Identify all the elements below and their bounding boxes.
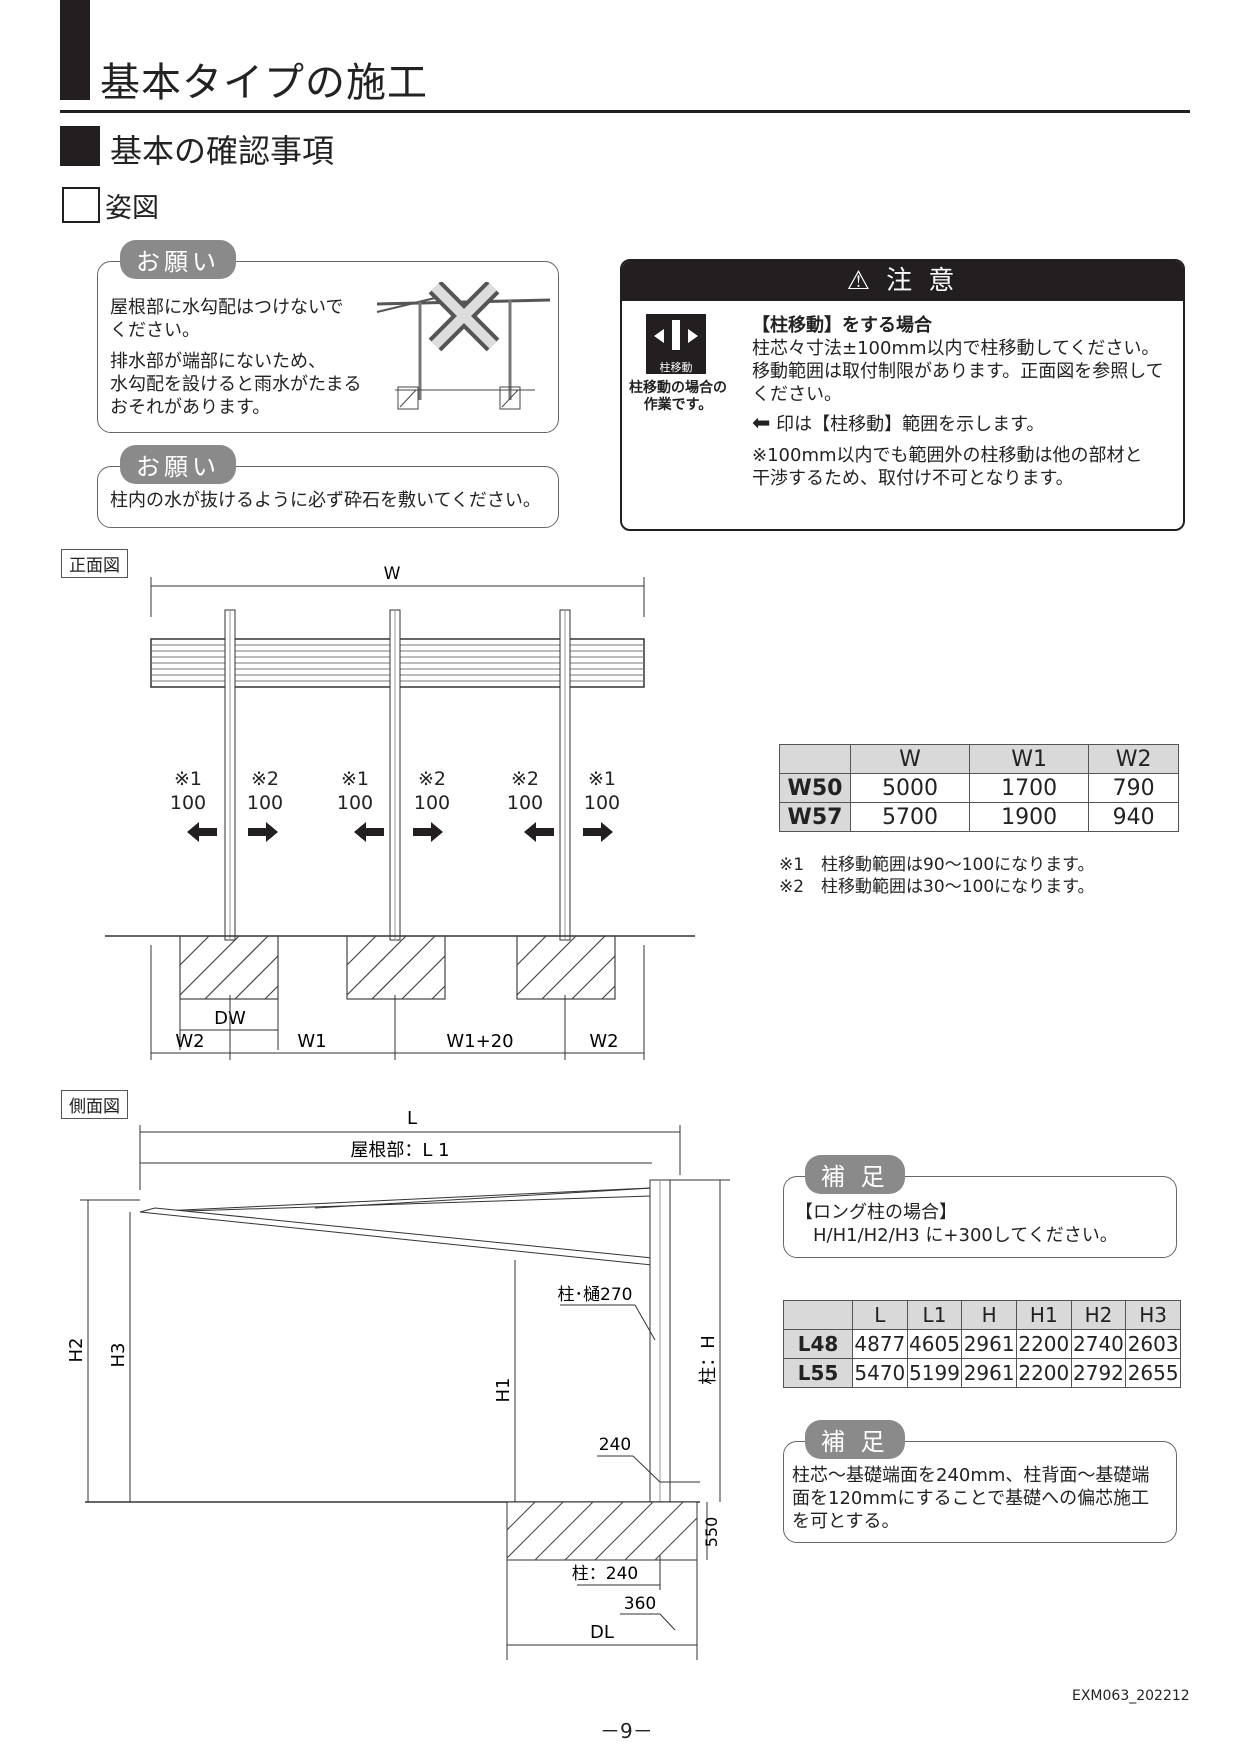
side-view-label: 側面図 — [61, 1090, 128, 1119]
title-bar-accent — [60, 0, 90, 100]
table-row: L48 4877 4605 2961 2200 2740 2603 — [783, 1329, 1181, 1359]
side-view-drawing: L 屋根部：L 1 H2 H3 H1 柱：H 柱･樋270 240 550 柱：… — [66, 1108, 730, 1660]
subsection-title: 姿図 — [105, 193, 159, 224]
dim-240-label: 240 — [599, 1435, 631, 1455]
mark-4: ※2 — [418, 768, 446, 790]
table-row: W57 5700 1900 940 — [779, 802, 1179, 832]
doc-code: EXM063_202212 — [1072, 1688, 1190, 1704]
post-move-icon: 柱移動 — [646, 314, 706, 374]
mark-1: ※1 — [174, 768, 202, 790]
dim-h1-label: H1 — [493, 1378, 514, 1403]
dim-550-label: 550 — [702, 1517, 721, 1548]
request-2-text: 柱内の水が抜けるように必ず砕石を敷いてください。 — [110, 490, 541, 511]
mark-3: ※1 — [341, 768, 369, 790]
request-1-text: 屋根部に水勾配はつけないで ください。 排水部が端部にないため、 水勾配を設ける… — [110, 297, 362, 418]
table-row: W50 5000 1700 790 — [779, 773, 1179, 803]
warning-icon: ⚠ — [846, 266, 874, 296]
request-box-2 — [97, 466, 559, 528]
dim-l1-label: 屋根部：L 1 — [350, 1140, 449, 1161]
dim-post240-label: 柱：240 — [572, 1564, 638, 1584]
subsection-square — [62, 187, 100, 223]
supplement-2-text: 柱芯～基礎端面を240mm、柱背面～基礎端 面を120mmにすることで基礎への偏… — [792, 1465, 1150, 1532]
mark-2: ※2 — [251, 768, 279, 790]
request-label-1: お願い — [120, 240, 236, 279]
post-2 — [389, 609, 401, 941]
dim-h3-label: H3 — [108, 1343, 129, 1368]
dim-w1-plus-20: W1+20 — [446, 1031, 513, 1052]
prohibited-x-icon — [428, 282, 500, 352]
caution-body: 【柱移動】をする場合 柱芯々寸法±100mm以内で柱移動してください。 移動範囲… — [752, 315, 1164, 489]
mark-6: ※1 — [588, 768, 616, 790]
request-label-2: お願い — [120, 445, 236, 484]
column-shift-icon — [654, 320, 698, 350]
value-3: 100 — [337, 792, 373, 814]
section-title: 基本の確認事項 — [110, 132, 335, 170]
dim-h2-label: H2 — [66, 1338, 87, 1363]
post-3 — [559, 609, 571, 941]
mark-5: ※2 — [511, 768, 539, 790]
slope-prohibited-illustration — [376, 282, 551, 410]
front-view-label: 正面図 — [61, 549, 128, 578]
post-1 — [224, 609, 236, 941]
value-4: 100 — [414, 792, 450, 814]
dim-w1: W1 — [297, 1031, 326, 1052]
dim-dl-label: DL — [590, 1622, 614, 1643]
dim-w2-left: W2 — [175, 1031, 204, 1052]
page-title: 基本タイプの施工 — [100, 60, 428, 106]
value-6: 100 — [584, 792, 620, 814]
value-5: 100 — [507, 792, 543, 814]
caution-box: ⚠ 注 意 — [620, 259, 1185, 531]
caution-header: ⚠ 注 意 — [622, 261, 1183, 301]
supplement-label-2: 補 足 — [805, 1420, 905, 1459]
left-arrow-icon: ⬅ — [752, 411, 771, 436]
dim-w-label: W — [384, 565, 401, 584]
width-table-notes: ※1 柱移動範囲は90～100になります。 ※2 柱移動範囲は30～100になり… — [779, 855, 1095, 897]
supplement-1-text: 【ロング柱の場合】 H/H1/H2/H3 に+300してください。 — [795, 1202, 1118, 1246]
value-2: 100 — [247, 792, 283, 814]
front-view-drawing: W ※1 100 ※2 100 ※1 100 ※2 100 — [105, 565, 695, 1060]
dim-w2-right: W2 — [589, 1031, 618, 1052]
page-number: －9－ — [600, 1719, 653, 1743]
dim-h-label: 柱：H — [698, 1335, 719, 1385]
dim-l-label: L — [407, 1108, 417, 1129]
title-rule — [60, 110, 1190, 113]
width-table: W W1 W2 W50 5000 1700 790 W57 5700 1900 … — [779, 744, 1179, 832]
length-table: L L1 H H1 H2 H3 L48 4877 4605 2961 2200 … — [783, 1300, 1181, 1388]
value-1: 100 — [170, 792, 206, 814]
dim-gutter-label: 柱･樋270 — [558, 1285, 633, 1305]
caution-icon-caption: 柱移動の場合の 作業です。 — [629, 380, 727, 413]
section-square — [60, 126, 100, 166]
table-row: L55 5470 5199 2961 2200 2792 2655 — [783, 1358, 1181, 1388]
dim-360-label: 360 — [624, 1594, 656, 1614]
supplement-label-1: 補 足 — [805, 1155, 905, 1194]
